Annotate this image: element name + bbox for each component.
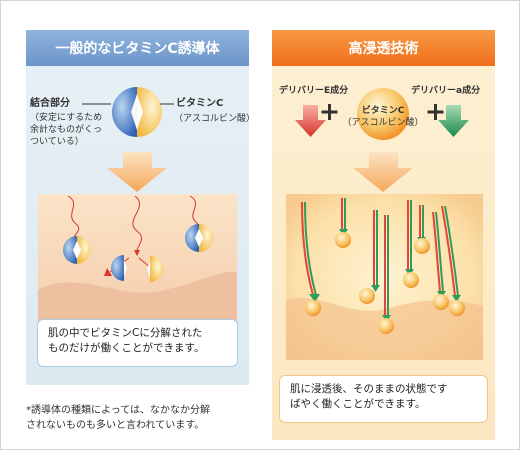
footnote-line-2: されないものも多いと言われています。	[26, 420, 205, 431]
ascorbic-acid-label-right: （アスコルビン酸）	[342, 118, 424, 128]
binding-note-line-1: （安定にするため	[30, 113, 103, 123]
vitamin-c-label-left: ビタミンC	[176, 98, 224, 109]
plus-icons	[321, 104, 444, 120]
high-penetration-note-box: 肌に浸透後、そのままの状態です ばやく働くことができます。	[279, 375, 488, 423]
down-arrow-icon	[107, 152, 167, 192]
down-arrow-icon-right	[353, 152, 413, 192]
derivative-note-box: 肌の中でビタミンCに分解された ものだけが働くことができます。	[37, 319, 238, 367]
binding-part-label: 結合部分	[30, 98, 70, 109]
molecule-icon-1	[63, 236, 91, 264]
high-penetration-note-line-2: ばやく働くことができます。	[290, 398, 426, 410]
penetration-arrows-right	[301, 198, 459, 316]
delivery-e-arrow-icon	[295, 105, 326, 137]
binding-molecule-icon	[112, 87, 162, 137]
delivery-e-label: デリバリーE成分	[279, 86, 349, 96]
footnote-line-1: *誘導体の種類によっては、なかなか分解	[26, 405, 210, 416]
binding-note-line-3: ついている）	[30, 137, 84, 147]
binding-fragment-icon	[111, 255, 127, 281]
molecule-icon-2	[185, 224, 213, 252]
derivative-header: 一般的なビタミンC誘導体	[26, 30, 249, 66]
derivative-note-line-2: ものだけが働くことができます。	[48, 342, 205, 354]
vitamin-c-label-right: ビタミンC	[361, 106, 405, 116]
binding-note-line-2: 余計なものがくっ	[30, 125, 103, 135]
ascorbic-acid-label-left: （アスコルビン酸）	[174, 114, 256, 124]
derivative-note-line-1: 肌の中でビタミンCに分解された	[48, 327, 203, 339]
high-penetration-note-line-1: 肌に浸透後、そのままの状態です	[290, 383, 448, 395]
vitamin-c-orbs	[305, 232, 465, 334]
vitamin-c-orb-icon	[357, 88, 409, 140]
delivery-a-label: デリバリーa成分	[411, 86, 481, 96]
vitamin-c-fragment-icon	[147, 256, 163, 282]
delivery-a-arrow-icon	[438, 105, 469, 137]
footnote: *誘導体の種類によっては、なかなか分解 されないものも多いと言われています。	[26, 403, 210, 433]
